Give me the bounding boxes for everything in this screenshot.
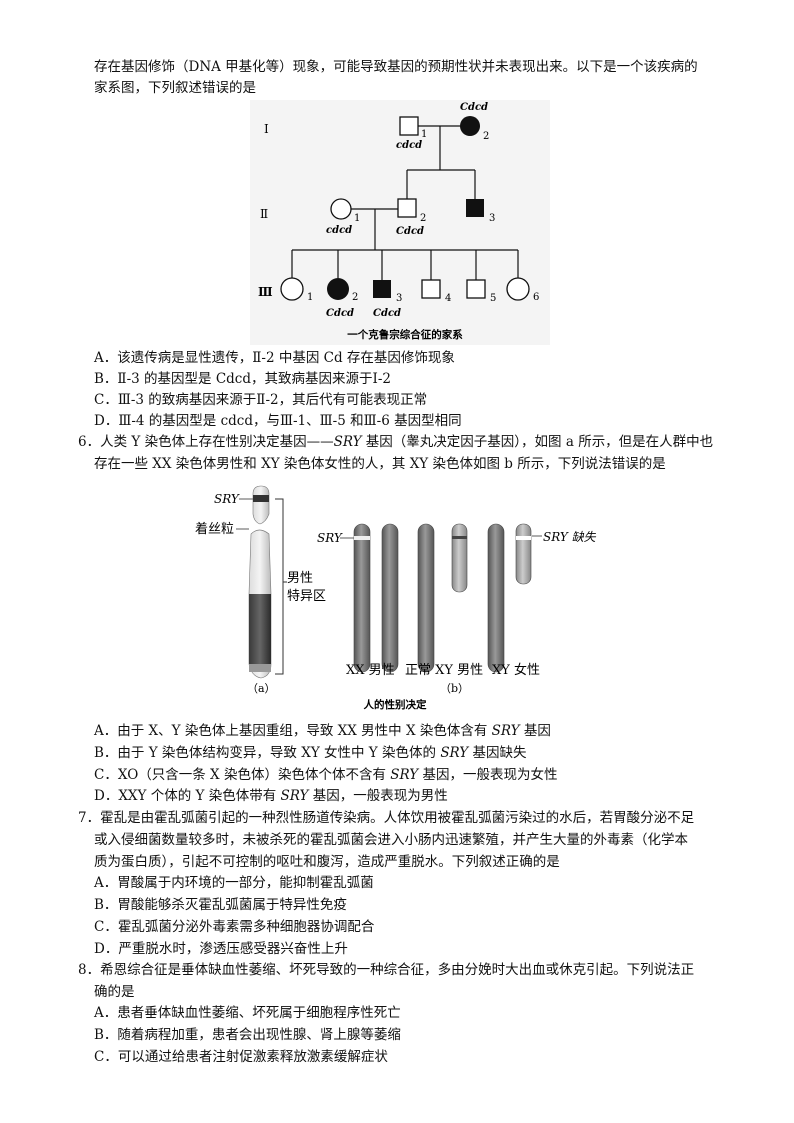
pedigree-background xyxy=(250,100,550,345)
III-2-genotype: Cdcd xyxy=(326,308,354,319)
q6-stem-line-1: 6．人类 Y 染色体上存在性别决定基因——SRY 基因（睾丸决定因子基因），如图… xyxy=(78,434,714,450)
III-5-male xyxy=(466,279,486,299)
male-region-label-2: 特异区 xyxy=(287,589,326,604)
q6-option-c: C．XO（只含一条 X 染色体）染色体个体不含有 SRY 基因，一般表现为女性 xyxy=(94,767,558,783)
xy-female-y xyxy=(515,523,532,585)
sex-determination-figure: SRY 着丝粒 男性 特异区 （a） SRY SRY 缺失 XX 男性 正常 X… xyxy=(195,485,597,711)
xx-male-label: XX 男性 xyxy=(346,663,395,678)
III-5-number: 5 xyxy=(490,293,496,304)
q7-option-c: C．霍乱弧菌分泌外毒素需多种细胞器协调配合 xyxy=(94,919,375,935)
pedigree-caption: 一个克鲁宗综合征的家系 xyxy=(347,328,463,341)
male-region-label-1: 男性 xyxy=(287,571,313,586)
q6-option-b: B．由于 Y 染色体结构变异，导致 XY 女性中 Y 染色体的 SRY 基因缺失 xyxy=(94,745,527,761)
III-2-affected-female xyxy=(327,278,349,300)
II-3-number: 3 xyxy=(489,213,495,224)
I-1-male xyxy=(399,116,419,136)
q8-option-a: A．患者垂体缺血性萎缩、坏死属于细胞程序性死亡 xyxy=(94,1005,401,1021)
III-2-number: 2 xyxy=(352,292,358,303)
III-6-number: 6 xyxy=(533,292,539,303)
III-1-female xyxy=(280,277,304,301)
pedigree-figure: I Ⅱ Ⅲ Cdcd 1 cdcd 2 1 cdcd 2 Cdcd 3 1 2 … xyxy=(250,100,550,345)
sry-term: SRY xyxy=(333,434,362,450)
sry-translocated-band xyxy=(354,536,370,540)
III-6-female xyxy=(506,277,530,301)
III-4-number: 4 xyxy=(445,293,451,304)
sry-band xyxy=(253,495,269,502)
xy-female-x xyxy=(487,523,505,673)
I-1-number: 1 xyxy=(421,129,427,140)
q7-stem-line-2: 或入侵细菌数量较多时，未被杀死的霍乱弧菌会进入小肠内迅速繁殖，并产生大量的外毒素… xyxy=(94,832,688,848)
y-dark-region xyxy=(249,594,271,664)
q7-number: 7． xyxy=(78,810,101,826)
intro-line-1: 存在基因修饰（DNA 甲基化等）现象，可能导致基因的预期性状并未表现出来。以下是… xyxy=(94,59,698,75)
xx-male-x2 xyxy=(381,523,399,673)
III-3-genotype: Cdcd xyxy=(373,308,401,319)
q8-stem-line-1: 8．希恩综合征是垂体缺血性萎缩、坏死导致的一种综合征，多由分娩时大出血或休克引起… xyxy=(78,962,695,978)
normal-male-x xyxy=(417,523,435,673)
normal-male-y xyxy=(451,523,468,593)
II-3-affected-male xyxy=(466,199,484,217)
q8-stem-line-2: 确的是 xyxy=(94,984,135,1000)
I-2-number: 2 xyxy=(483,131,489,142)
fig-b-sry-label: SRY xyxy=(317,531,343,545)
q7-option-b: B．胃酸能够杀灭霍乱弧菌属于特异性免疫 xyxy=(94,897,347,913)
II-1-genotype: cdcd xyxy=(326,225,352,236)
II-1-number: 1 xyxy=(354,213,360,224)
II-2-number: 2 xyxy=(420,213,426,224)
gen-label-2: Ⅱ xyxy=(260,207,268,221)
fig-label-b: （b） xyxy=(440,682,469,695)
q6-stem-line-2: 存在一些 XX 染色体男性和 XY 染色体女性的人，其 XY 染色体如图 b 所… xyxy=(94,456,666,472)
normal-xy-male-label: 正常 XY 男性 xyxy=(405,663,483,678)
gen-label-3: Ⅲ xyxy=(258,285,273,299)
II-2-genotype: Cdcd xyxy=(396,226,424,237)
II-1-female xyxy=(330,198,352,220)
III-3-number: 3 xyxy=(396,293,402,304)
q5-option-a: A．该遗传病是显性遗传，Ⅱ-2 中基因 Cd 存在基因修饰现象 xyxy=(94,350,455,366)
q8-number: 8． xyxy=(78,962,101,978)
fig-caption: 人的性别决定 xyxy=(364,698,427,711)
III-3-affected-male xyxy=(373,280,391,298)
fig-a-centromere-label: 着丝粒 xyxy=(195,521,234,537)
q6-number: 6． xyxy=(78,434,101,450)
q7-stem-line-3: 质为蛋白质），引起不可控制的呕吐和腹泻，造成严重脱水。下列叙述正确的是 xyxy=(94,854,560,870)
q5-option-b: B．Ⅱ-3 的基因型是 Cdcd，其致病基因来源于Ⅰ-2 xyxy=(94,371,391,387)
q8-option-b: B．随着病程加重，患者会出现性腺、肾上腺等萎缩 xyxy=(94,1027,401,1043)
y-short-arm xyxy=(252,485,270,525)
sry-deleted-gap xyxy=(516,536,531,540)
fig-a-sry-label: SRY xyxy=(214,492,240,506)
q6-option-a: A．由于 X、Y 染色体上基因重组，导致 XX 男性中 X 染色体含有 SRY … xyxy=(94,723,551,739)
q6-option-d: D．XXY 个体的 Y 染色体带有 SRY 基因，一般表现为男性 xyxy=(94,788,448,804)
II-2-male xyxy=(397,198,417,218)
q7-option-d: D．严重脱水时，渗透压感受器兴奋性上升 xyxy=(94,941,348,957)
fig-label-a: （a） xyxy=(247,682,276,695)
q5-option-d: D．Ⅲ-4 的基因型是 cdcd，与Ⅲ-1、Ⅲ-5 和Ⅲ-6 基因型相同 xyxy=(94,413,462,429)
q7-stem-line-1: 7．霍乱是由霍乱弧菌引起的一种烈性肠道传染病。人体饮用被霍乱弧菌污染过的水后，若… xyxy=(78,810,695,826)
q7-option-a: A．胃酸属于内环境的一部分，能抑制霍乱弧菌 xyxy=(94,875,374,891)
III-1-number: 1 xyxy=(307,292,313,303)
III-4-male xyxy=(421,279,441,299)
xy-female-label: XY 女性 xyxy=(492,662,540,678)
gen-label-1: I xyxy=(264,122,269,136)
q8-option-c: C．可以通过给患者注射促激素释放激素缓解症状 xyxy=(94,1049,388,1065)
I-1-genotype: cdcd xyxy=(396,140,422,151)
I-2-genotype: Cdcd xyxy=(460,102,488,113)
xx-male-x1 xyxy=(353,523,371,673)
sry-missing-label: SRY 缺失 xyxy=(543,530,597,544)
intro-line-2: 家系图，下列叙述错误的是 xyxy=(94,80,256,96)
I-2-affected-female xyxy=(460,116,480,136)
q5-option-c: C．Ⅲ-3 的致病基因来源于Ⅱ-2，其后代有可能表现正常 xyxy=(94,392,428,408)
